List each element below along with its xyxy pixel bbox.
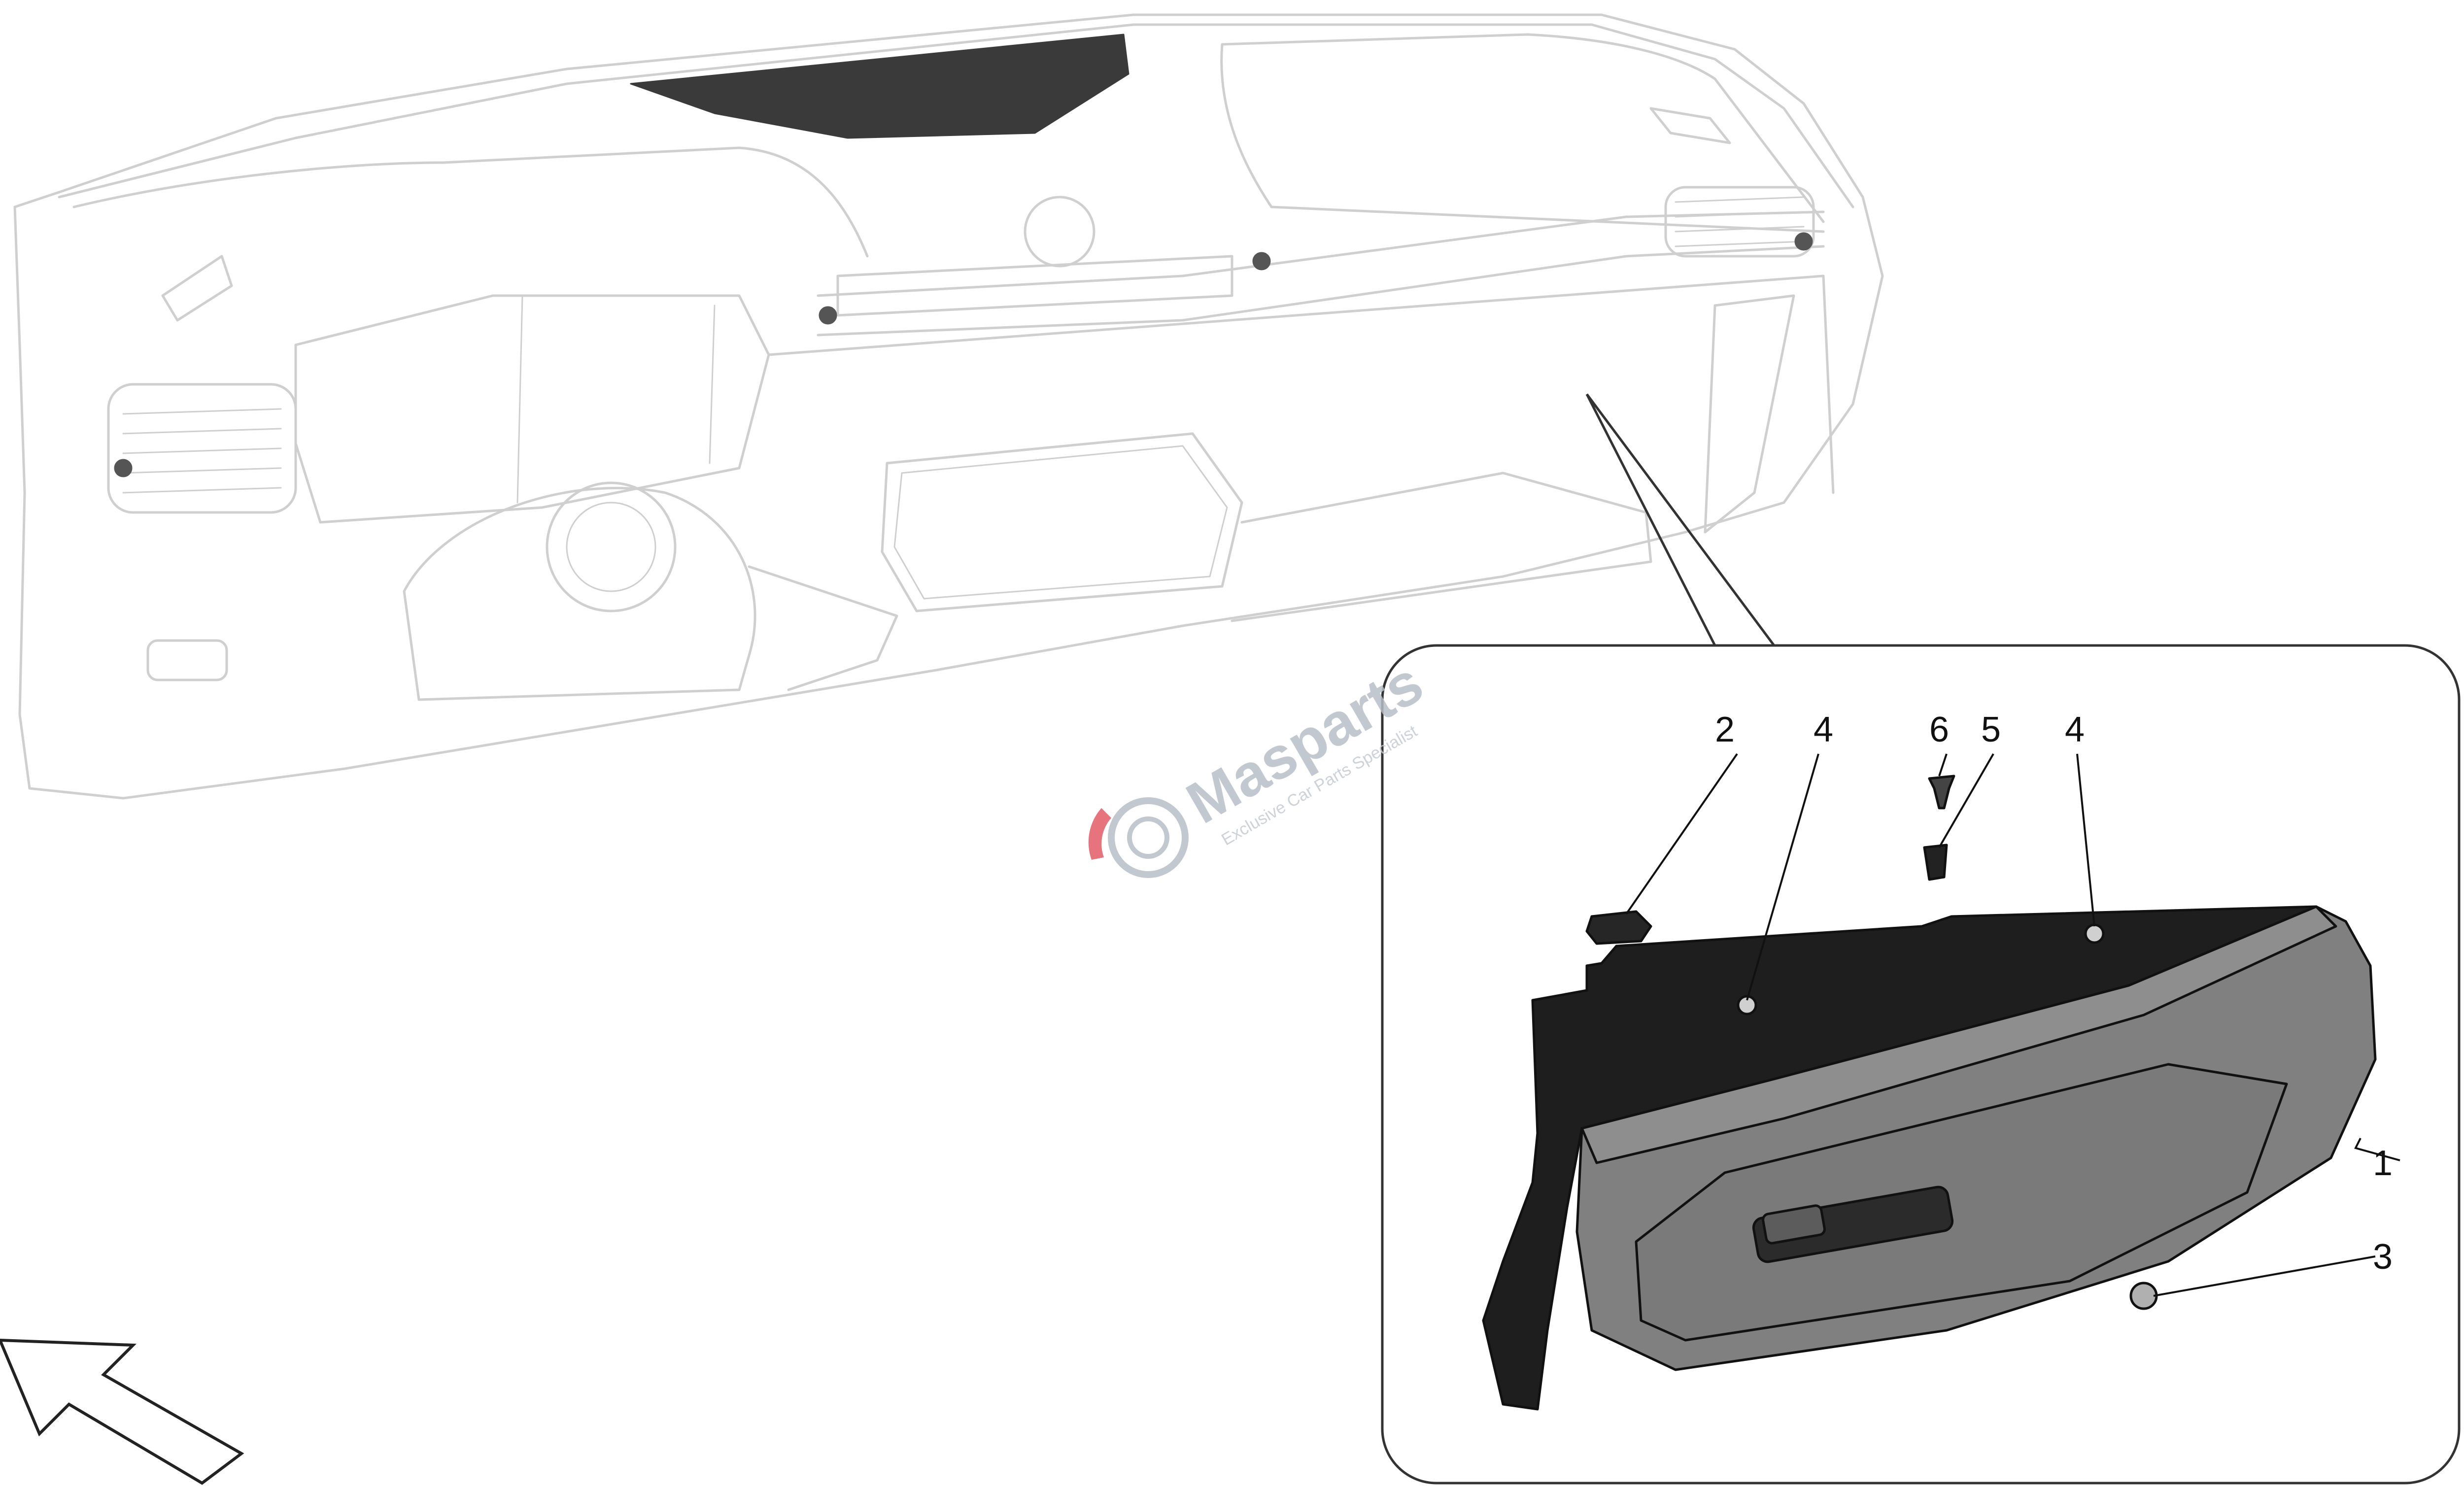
label-6: 6 [1929, 710, 1949, 749]
part-5-clip [1923, 844, 1948, 881]
steering-column [403, 487, 756, 701]
dashboard-outline [13, 13, 1884, 800]
glove-box-door [1635, 1063, 2288, 1342]
label-1: 1 [2373, 1144, 2393, 1183]
detail-callout [1381, 393, 2461, 1485]
callout-leader [1585, 393, 1776, 646]
dashboard-assembly [13, 13, 1884, 800]
speaker-grille [630, 34, 1129, 139]
label-4-right: 4 [2065, 710, 2085, 749]
dashboard-right-pad [1220, 33, 1825, 233]
part-4-screw-right [2084, 923, 2105, 944]
watermark: Masparts Exclusive Car Parts Specialist [1088, 649, 1434, 878]
center-air-vents [836, 255, 1233, 317]
dashboard-crown [58, 23, 1854, 208]
part-4-screw-left [1737, 995, 1757, 1015]
center-display [881, 432, 1243, 612]
label-5: 5 [1981, 710, 2001, 749]
detail-frame [1381, 644, 2461, 1485]
steering-column-hub [546, 481, 677, 612]
column-bracket [748, 565, 898, 691]
part-6-screw [1928, 775, 1955, 810]
label-4-left: 4 [1814, 710, 1833, 749]
dashboard-top-pad [72, 146, 869, 258]
lower-left-vent [146, 639, 228, 681]
center-tweeter [1024, 196, 1095, 268]
leader-lines [1625, 753, 2400, 1297]
direction-arrow [0, 1338, 244, 1485]
dashboard-lower-line [767, 274, 1835, 494]
lower-dash-panel [1231, 472, 1652, 622]
watermark-logo-icon [1108, 797, 1189, 878]
left-air-vent [107, 383, 297, 514]
label-2: 2 [1715, 710, 1735, 749]
label-3: 3 [2373, 1237, 2393, 1277]
callout-numbers: 2 4 6 5 4 1 3 [1715, 710, 2393, 1277]
side-vent-right [1649, 107, 1731, 144]
part-2-switch [1585, 910, 1652, 945]
side-pillar [1704, 294, 1795, 534]
glove-box-bezel [1580, 905, 2337, 1164]
glove-box-handle [1752, 1185, 1954, 1263]
glove-box-assembly [1482, 775, 2377, 1411]
part-3-screw [2129, 1282, 2158, 1310]
instrument-cluster [294, 294, 770, 524]
right-air-vent [1664, 186, 1815, 258]
side-vent-left [161, 255, 233, 322]
dashboard-trim-strip [817, 210, 1825, 337]
